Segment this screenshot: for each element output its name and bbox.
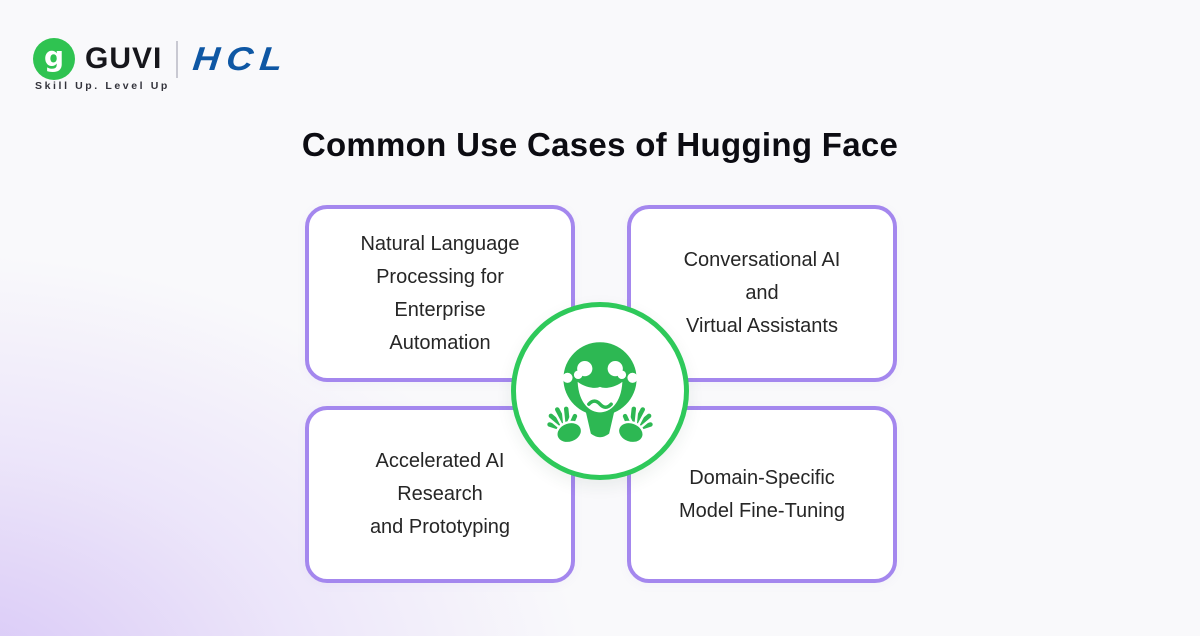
- card-line: Enterprise: [394, 298, 486, 321]
- card-line: and: [745, 282, 779, 304]
- card-line: Model Fine-Tuning: [678, 499, 845, 522]
- use-case-card-accelerated-research: Accelerated AI Research and Prototyping: [305, 406, 575, 583]
- card-line: Processing for: [376, 265, 504, 288]
- brand-divider: [176, 40, 179, 78]
- use-case-card-nlp: Natural Language Processing for Enterpri…: [305, 205, 575, 382]
- card-line: Conversational AI: [683, 249, 841, 271]
- guvi-logo-icon: g: [33, 38, 75, 80]
- page-title: Common Use Cases of Hugging Face: [301, 126, 899, 163]
- card-line: Natural Language: [360, 232, 520, 255]
- card-line: and Prototyping: [369, 516, 511, 538]
- guvi-glyph: g: [43, 40, 65, 73]
- hugging-face-icon: [544, 342, 656, 445]
- card-line: Domain-Specific: [689, 466, 835, 489]
- card-line: Research: [397, 483, 483, 505]
- card-line: Automation: [389, 331, 491, 354]
- hugging-face-badge: [511, 302, 689, 480]
- card-line: Virtual Assistants: [686, 315, 838, 337]
- card-line: Accelerated AI: [375, 450, 505, 472]
- brand-logo: g GUVI HCL: [33, 38, 291, 80]
- guvi-wordmark: GUVI: [85, 42, 163, 75]
- brand-tagline: Skill Up. Level Up: [35, 80, 170, 92]
- hcl-wordmark: HCL: [191, 40, 292, 77]
